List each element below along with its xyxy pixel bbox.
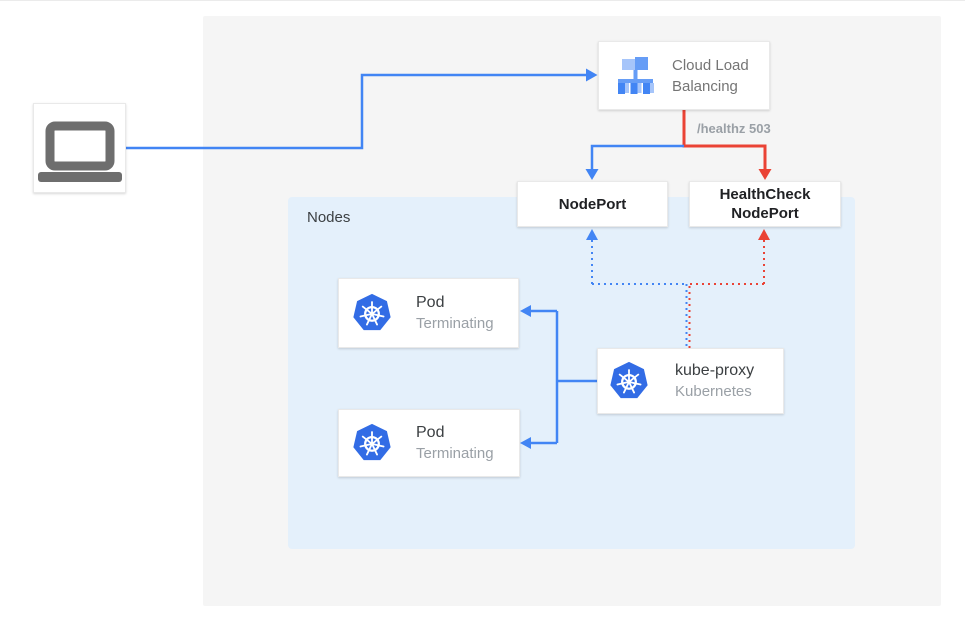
pod-status: Terminating	[416, 315, 494, 332]
kubernetes-icon	[353, 293, 391, 331]
pod-title: Pod	[416, 424, 445, 441]
nodeport-label: NodePort	[558, 195, 627, 213]
kubernetes-icon	[610, 361, 648, 399]
pod-card-2: Pod Terminating	[338, 409, 520, 477]
kube-proxy-title: kube-proxy	[675, 362, 755, 379]
pod-title: Pod	[416, 294, 445, 311]
nodes-label: Nodes	[307, 209, 351, 226]
kube-proxy-card: kube-proxy Kubernetes	[597, 348, 784, 414]
laptop-icon	[38, 121, 122, 182]
top-divider	[0, 0, 965, 1]
kube-proxy-subtitle: Kubernetes	[675, 383, 752, 400]
healthcheck-nodeport-card: HealthCheck NodePort	[689, 181, 841, 227]
client-card	[33, 103, 126, 193]
cloud-load-balancing-icon	[618, 56, 654, 94]
cloud-load-balancing-label: Cloud Load Balancing	[672, 56, 749, 95]
pod-card-1: Pod Terminating	[338, 278, 519, 348]
healthcheck-nodeport-label-line2: NodePort	[731, 205, 799, 222]
healthz-route-label: /healthz 503	[697, 121, 771, 136]
pod-status: Terminating	[416, 445, 494, 462]
nodeport-card: NodePort	[517, 181, 668, 227]
kubernetes-icon	[353, 423, 391, 461]
healthcheck-nodeport-label-line1: HealthCheck	[719, 186, 811, 203]
cloud-load-balancing-card: Cloud Load Balancing	[598, 41, 770, 110]
